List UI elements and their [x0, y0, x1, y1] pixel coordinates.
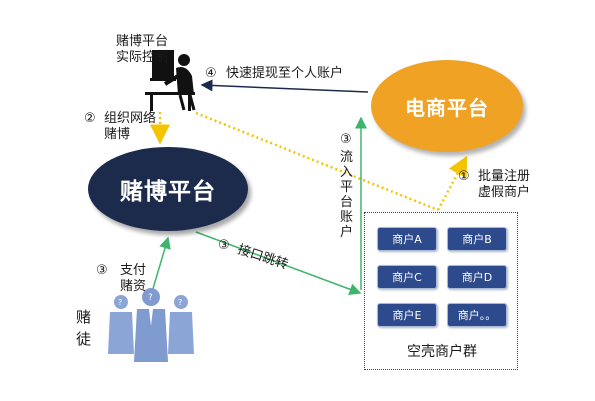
- step4-text: 快速提现至个人账户: [226, 66, 344, 81]
- gamblers-label: 赌徒: [76, 308, 92, 348]
- svg-text:?: ?: [178, 298, 182, 307]
- ecommerce-platform-label: 电商平台: [405, 95, 489, 120]
- step3a-line2: 赌资: [120, 279, 147, 294]
- controller-person-icon: [145, 50, 196, 111]
- svg-text:?: ?: [118, 298, 122, 307]
- arrow-register: [436, 155, 468, 211]
- arrow-redirect: [195, 231, 362, 295]
- arrow-withdraw: [200, 79, 369, 93]
- controller-label-line1: 赌博平台: [115, 34, 168, 49]
- step3c-number: ③: [340, 132, 352, 147]
- shell-group-label: 空壳商户群: [407, 344, 477, 360]
- merchant-e: 商户E: [377, 303, 437, 327]
- gambling-platform-label: 赌博平台: [120, 179, 216, 205]
- merchant-b: 商户B: [447, 227, 507, 251]
- ecommerce-platform-node: 电商平台: [371, 60, 523, 152]
- step2-line2: 赌博: [104, 127, 131, 142]
- shell-merchant-group: 商户A 商户B 商户C 商户D 商户E 商户。。 空壳商户群: [364, 212, 518, 370]
- merchant-more: 商户。。: [447, 303, 507, 327]
- step3b-number: ③: [218, 238, 230, 253]
- step2-number: ②: [84, 111, 96, 126]
- merchant-d: 商户D: [447, 265, 507, 289]
- step3c-text: 流入平台账户: [340, 150, 354, 240]
- step1-number: ①: [458, 169, 470, 184]
- controller-label-line2: 实际控制: [115, 50, 168, 65]
- arrow-controller-to-shell: [195, 111, 439, 212]
- merchant-c: 商户C: [377, 265, 437, 289]
- arrow-pay: [151, 236, 171, 293]
- step1-line2: 虚假商户: [478, 185, 531, 200]
- gambler-person-icon: ? ? ?: [108, 288, 194, 362]
- step3a-number: ③: [96, 263, 108, 278]
- gambling-platform-node: 赌博平台: [88, 147, 248, 231]
- step2-line1: 组织网络: [104, 111, 157, 126]
- svg-text:?: ?: [148, 293, 153, 303]
- step3a-line1: 支付: [120, 263, 147, 278]
- merchant-a: 商户A: [377, 227, 437, 251]
- step4-number: ④: [205, 66, 217, 81]
- step1-line1: 批量注册: [478, 169, 531, 184]
